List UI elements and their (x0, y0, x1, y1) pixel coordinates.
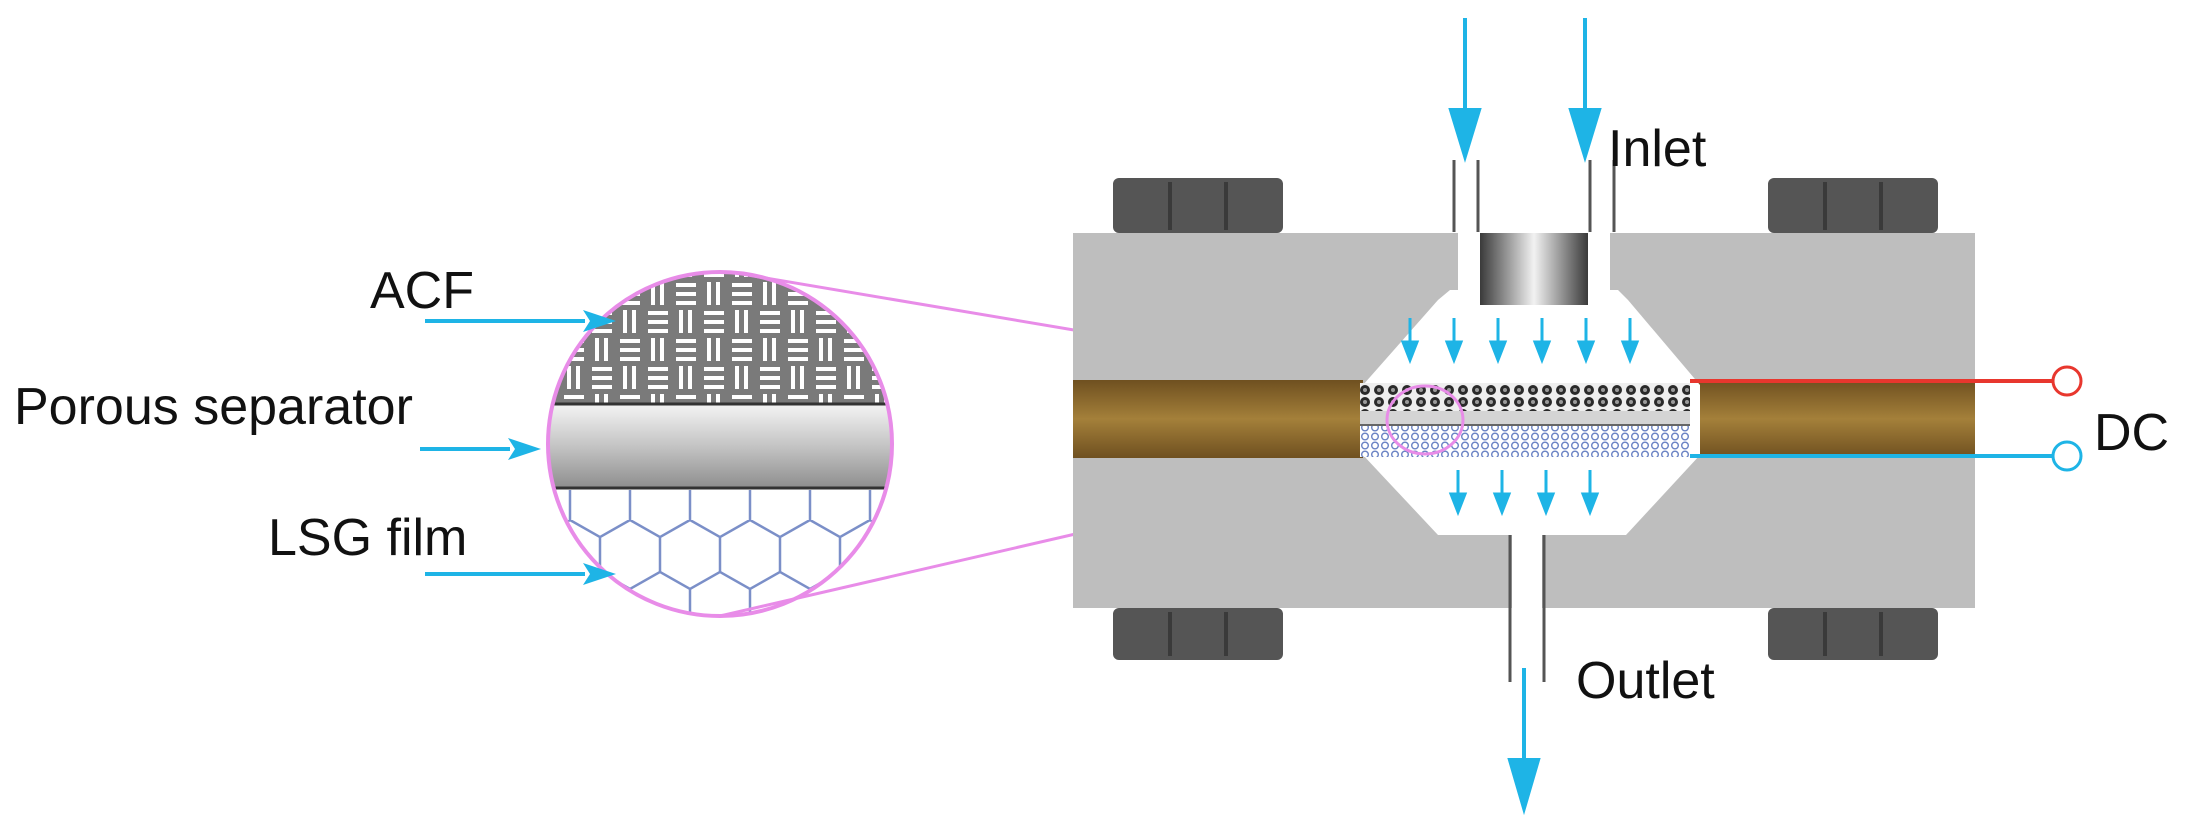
arrow-down-icon (1488, 340, 1508, 365)
zoom-marker-circle (1385, 384, 1465, 456)
internal-flow-arrows-bottom (1448, 470, 1600, 517)
porous-separator-pointer (420, 438, 541, 460)
bolt-head-top-left (1113, 178, 1283, 233)
label-porous-separator: Porous separator (14, 378, 413, 436)
arrow-right-icon (583, 563, 616, 585)
inlet-plug (1480, 233, 1588, 305)
outlet-channel (1512, 533, 1542, 683)
bolt-heads (1113, 178, 1938, 660)
arrow-down-icon (1448, 492, 1468, 517)
electrode-band-right (1690, 380, 1975, 458)
arrow-down-icon (1568, 108, 1602, 163)
arrow-right-icon (508, 438, 541, 460)
inlet-arrows (1448, 18, 1602, 163)
label-dc: DC (2094, 404, 2169, 462)
separator-strip (1360, 411, 1690, 425)
arrow-down-icon (1580, 492, 1600, 517)
lsg-film-pointer (425, 563, 616, 585)
porous-separator-layer (548, 404, 892, 488)
arrow-down-icon (1507, 758, 1541, 816)
arrow-right-icon (583, 310, 616, 332)
dc-negative-terminal (2051, 440, 2083, 472)
acf-electrode-strip (1360, 383, 1690, 411)
label-inlet: Inlet (1608, 120, 1707, 178)
acf-pointer (425, 310, 616, 332)
electrode-band-left (1073, 380, 1363, 458)
dc-positive-terminal (2051, 365, 2083, 397)
lsg-film-layer (548, 490, 892, 616)
cell-assembly (1073, 160, 1975, 683)
outlet-arrow (1507, 668, 1541, 816)
arrow-down-icon (1576, 340, 1596, 365)
internal-flow-arrows-top (1400, 318, 1640, 365)
bolt-head-bottom-right (1768, 608, 1938, 660)
arrow-down-icon (1444, 340, 1464, 365)
dc-wiring (1690, 365, 2083, 472)
arrow-down-icon (1532, 340, 1552, 365)
arrow-down-icon (1536, 492, 1556, 517)
bolt-head-bottom-left (1113, 608, 1283, 660)
bolt-head-top-right (1768, 178, 1938, 233)
label-lsg-film: LSG film (268, 509, 467, 567)
arrow-down-icon (1620, 340, 1640, 365)
arrow-down-icon (1400, 340, 1420, 365)
label-outlet: Outlet (1576, 652, 1715, 710)
label-acf: ACF (370, 262, 474, 320)
arrow-down-icon (1492, 492, 1512, 517)
arrow-down-icon (1448, 108, 1482, 163)
